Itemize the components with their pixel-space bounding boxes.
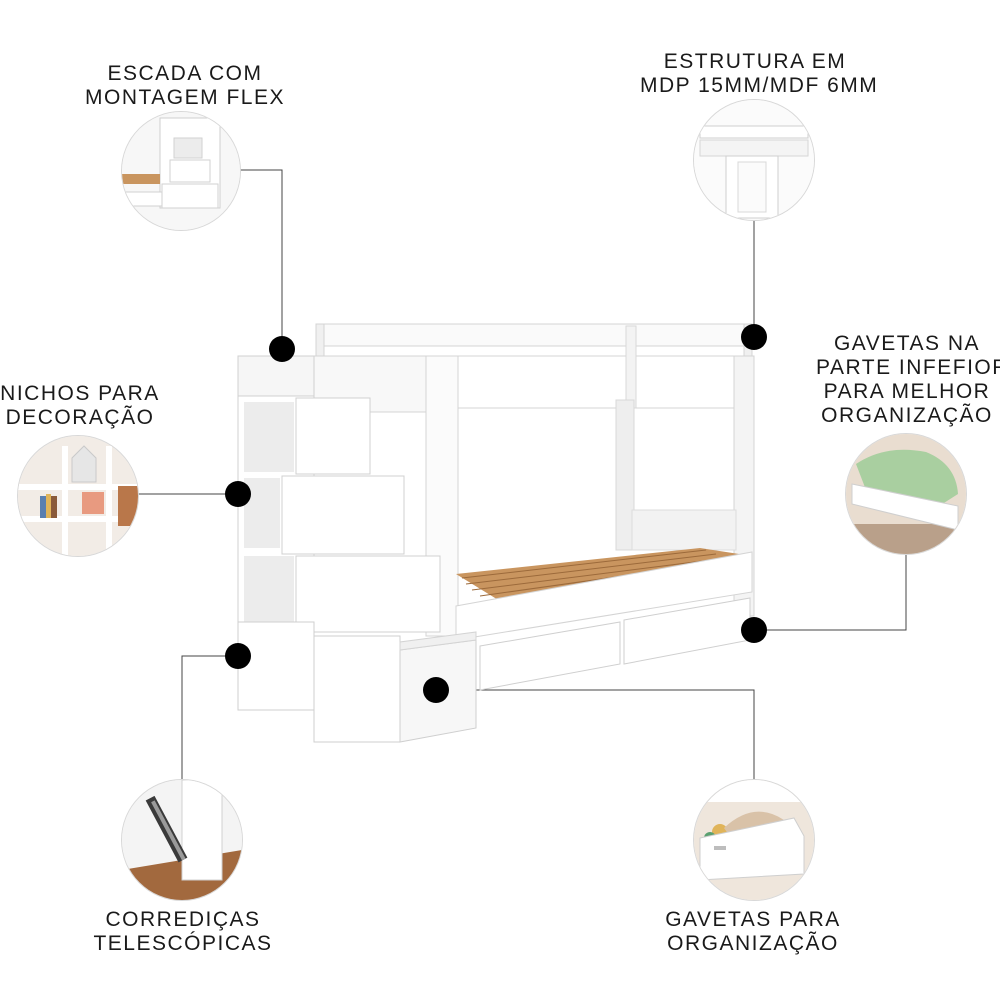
escada-label-line1: ESCADA COM [107, 62, 263, 85]
shelf-decor-icon [18, 436, 138, 556]
escada-label-line2: MONTAGEM FLEX [85, 86, 285, 109]
corredicas-marker [225, 643, 251, 669]
estrutura-label-line1: ESTRUTURA EM [663, 50, 847, 73]
escada-marker [269, 336, 295, 362]
estrutura-label-line2: MDP 15MM/MDF 6MM [640, 74, 879, 97]
escada-label: ESCADA COM MONTAGEM FLEX [80, 62, 290, 110]
gavetas-org-label-line2: ORGANIZAÇÃO [667, 932, 839, 955]
nichos-marker [225, 481, 251, 507]
estrutura-marker [741, 324, 767, 350]
estrutura-label: ESTRUTURA EM MDP 15MM/MDF 6MM [640, 50, 879, 98]
gavetas-inferior-line3: PARA MELHOR [823, 380, 991, 403]
gavetas-inferior-label: GAVETAS NA PARTE INFEFIOR PARA MELHOR OR… [816, 332, 1000, 428]
gavetas-inferior-line1: GAVETAS NA [833, 332, 981, 355]
gavetas-inferior-line2: PARTE INFEFIOR [816, 356, 1000, 379]
telescopic-slide-icon [122, 780, 242, 900]
nichos-label: NICHOS PARA DECORAÇÃO [0, 382, 160, 430]
gavetas-org-marker [423, 677, 449, 703]
corredicas-label: CORREDIÇAS TELESCÓPICAS [90, 908, 276, 956]
gavetas-inferior-line4: ORGANIZAÇÃO [821, 404, 993, 427]
gavetas-org-label: GAVETAS PARA ORGANIZAÇÃO [650, 908, 856, 956]
stairs-detail-icon [122, 112, 240, 230]
drawer-bedding-icon [846, 434, 966, 554]
nichos-label-line1: NICHOS PARA [0, 382, 160, 405]
gavetas-inferior-marker [741, 617, 767, 643]
drawer-toys-icon [694, 780, 814, 900]
nichos-label-line2: DECORAÇÃO [5, 406, 155, 429]
corredicas-label-line1: CORREDIÇAS [105, 908, 261, 931]
corredicas-label-line2: TELESCÓPICAS [93, 932, 273, 955]
gavetas-org-label-line1: GAVETAS PARA [665, 908, 841, 931]
frame-detail-icon [694, 100, 814, 220]
